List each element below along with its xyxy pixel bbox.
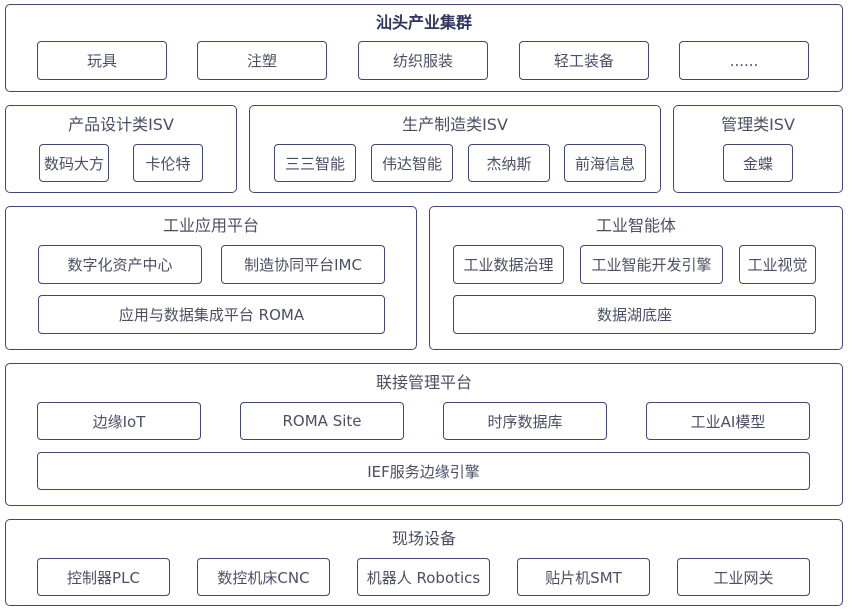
- agent-panel: 工业智能体 工业数据治理 工业智能开发引擎 工业视觉 数据湖底座: [429, 206, 843, 350]
- field-item-robotics: 机器人 Robotics: [357, 558, 490, 596]
- app-platform-item-asset-center: 数字化资产中心: [38, 245, 202, 284]
- isv-mfg-item-weida: 伟达智能: [371, 144, 453, 182]
- connect-item-ief: IEF服务边缘引擎: [37, 452, 810, 490]
- agent-item-data-lake: 数据湖底座: [453, 295, 816, 334]
- agent-item-ai-engine: 工业智能开发引擎: [580, 245, 723, 284]
- connect-item-ai-model: 工业AI模型: [646, 402, 810, 440]
- isv-mfg-item-jienasi: 杰纳斯: [468, 144, 550, 182]
- cluster-item-textile: 纺织服装: [358, 41, 488, 80]
- field-item-plc: 控制器PLC: [37, 558, 170, 596]
- cluster-item-toys: 玩具: [37, 41, 167, 80]
- agent-item-vision: 工业视觉: [739, 245, 816, 284]
- field-title: 现场设备: [391, 529, 456, 548]
- agent-title: 工业智能体: [595, 216, 676, 235]
- cluster-item-more: ......: [679, 41, 809, 80]
- cluster-panel: 汕头产业集群 玩具 注塑 纺织服装 轻工装备 ......: [5, 4, 843, 92]
- app-platform-item-roma: 应用与数据集成平台 ROMA: [38, 295, 385, 334]
- connect-panel: 联接管理平台 边缘IoT ROMA Site 时序数据库 工业AI模型 IEF服…: [5, 363, 843, 506]
- isv-mfg-title: 生产制造类ISV: [402, 115, 508, 134]
- isv-mgmt-title: 管理类ISV: [721, 115, 795, 134]
- cluster-item-injection: 注塑: [197, 41, 327, 80]
- field-item-cnc: 数控机床CNC: [197, 558, 330, 596]
- field-panel: 现场设备 控制器PLC 数控机床CNC 机器人 Robotics 贴片机SMT …: [5, 519, 843, 606]
- isv-design-title: 产品设计类ISV: [68, 115, 174, 134]
- agent-item-data-governance: 工业数据治理: [453, 245, 564, 284]
- isv-mgmt-panel: 管理类ISV 金蝶: [673, 105, 843, 193]
- field-item-gateway: 工业网关: [677, 558, 810, 596]
- isv-mfg-item-sansan: 三三智能: [274, 144, 356, 182]
- isv-mfg-panel: 生产制造类ISV 三三智能 伟达智能 杰纳斯 前海信息: [249, 105, 661, 193]
- isv-mfg-item-qianhai: 前海信息: [564, 144, 646, 182]
- field-item-smt: 贴片机SMT: [517, 558, 650, 596]
- connect-item-roma-site: ROMA Site: [240, 402, 404, 440]
- isv-design-item-camo: 数码大方: [39, 144, 109, 182]
- cluster-title: 汕头产业集群: [375, 13, 472, 32]
- isv-design-panel: 产品设计类ISV 数码大方 卡伦特: [5, 105, 237, 193]
- isv-mgmt-item-kingdee: 金蝶: [723, 144, 793, 182]
- connect-item-tsdb: 时序数据库: [443, 402, 607, 440]
- connect-item-edge-iot: 边缘IoT: [37, 402, 201, 440]
- connect-title: 联接管理平台: [375, 373, 472, 392]
- app-platform-panel: 工业应用平台 数字化资产中心 制造协同平台IMC 应用与数据集成平台 ROMA: [5, 206, 417, 350]
- app-platform-item-imc: 制造协同平台IMC: [221, 245, 385, 284]
- cluster-item-equipment: 轻工装备: [519, 41, 649, 80]
- app-platform-title: 工业应用平台: [162, 216, 259, 235]
- isv-design-item-kalunte: 卡伦特: [133, 144, 203, 182]
